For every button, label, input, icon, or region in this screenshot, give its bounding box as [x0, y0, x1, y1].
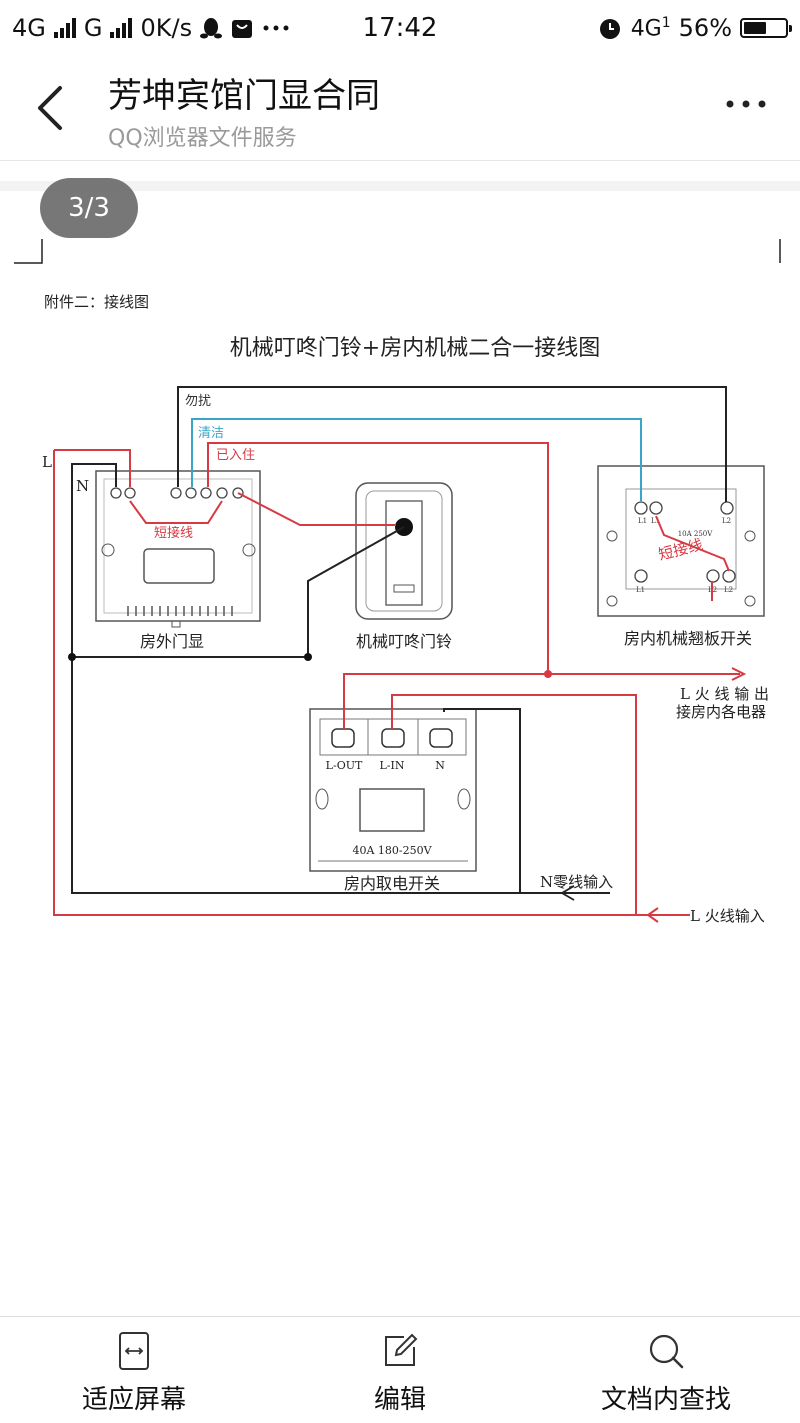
status-left: 4G G 0K/s [0, 14, 290, 42]
label-l-output-1: L 火 线 输 出 [680, 685, 769, 703]
fit-screen-label: 适应屏幕 [81, 1385, 186, 1415]
switch-rating: 10A 250V [678, 530, 714, 538]
attachment-label: 附件二：接线图 [44, 293, 149, 311]
wiring-red [53, 442, 740, 916]
rocker-switch-label: 房内机械翘板开关 [624, 629, 752, 648]
back-arrow-icon[interactable] [30, 80, 74, 136]
battery-percent: 56% [678, 14, 732, 42]
label-L: L [42, 453, 52, 471]
label-short-wire-1: 短接线 [154, 525, 193, 541]
find-in-document-label: 文档内查找 [600, 1385, 731, 1415]
wiring-black [71, 386, 727, 894]
power-switch-label: 房内取电开关 [344, 874, 440, 893]
edit-label: 编辑 [373, 1385, 426, 1415]
label-l-input: L 火线输入 [690, 907, 765, 925]
room-power-switch: L-OUT L-IN N 40A 180-250V 房内取电开关 [309, 708, 477, 893]
term-l2c: L2 [724, 586, 733, 594]
diagram-title: 机械叮咚门铃+房内机械二合一接线图 [230, 336, 600, 361]
network-type-2: G [83, 14, 103, 42]
term-l1c: L1 [636, 586, 645, 594]
alarm-clock-icon [599, 19, 620, 39]
find-in-document-button[interactable]: 文档内查找 [546, 1317, 786, 1423]
page-title: 芳坤宾馆门显合同 [108, 76, 380, 116]
signal-strength-icon [110, 18, 133, 38]
terminal-l-out: L-OUT [326, 759, 363, 772]
power-switch-rating: 40A 180-250V [352, 844, 432, 857]
app-header: 芳坤宾馆门显合同 QQ浏览器文件服务 [0, 56, 800, 161]
terminal-l-in: L-IN [380, 759, 405, 772]
signal-strength-icon [53, 18, 76, 38]
search-icon [649, 1334, 684, 1369]
label-n-input: N零线输入 [540, 873, 613, 891]
status-right: 4G1 56% [597, 14, 800, 42]
term-l1: L1 [638, 517, 647, 525]
label-l-output-2: 接房内各电器 [676, 703, 766, 721]
outdoor-door-display: 房外门显 [95, 470, 261, 651]
network-type-1: 4G [12, 14, 46, 42]
label-occupied: 已入住 [216, 448, 255, 463]
notification-bag-icon [232, 20, 253, 38]
label-N: N [76, 477, 89, 495]
bottom-toolbar: 适应屏幕 编辑 文档内查找 [0, 1316, 800, 1423]
label-do-not-disturb: 勿扰 [185, 394, 211, 409]
status-bar: 4G G 0K/s 17:42 4G1 56% [0, 0, 800, 56]
label-clean: 清洁 [198, 426, 224, 441]
battery-icon [740, 18, 792, 38]
outdoor-display-label: 房外门显 [140, 632, 204, 651]
wiring-blue [191, 418, 642, 502]
page-subtitle: QQ浏览器文件服务 [108, 126, 297, 151]
network-speed: 0K/s [140, 14, 193, 42]
network-type-3: 4G1 [630, 14, 671, 42]
fit-screen-button[interactable]: 适应屏幕 [14, 1317, 254, 1423]
term-l2: L2 [722, 517, 731, 525]
edit-button[interactable]: 编辑 [280, 1317, 520, 1423]
page-indicator: 3/3 [40, 178, 138, 238]
mechanical-doorbell: 机械叮咚门铃 [355, 482, 453, 651]
doorbell-label: 机械叮咚门铃 [356, 632, 452, 651]
more-options-icon[interactable] [724, 92, 768, 116]
document-page: 附件二：接线图 机械叮咚门铃+房内机械二合一接线图 房外门显 机械叮咚门铃 [0, 181, 800, 925]
qq-penguin-icon [200, 18, 223, 39]
term-l1b: L1 [651, 517, 660, 525]
more-notifications-icon [263, 25, 289, 31]
edit-icon [385, 1333, 418, 1366]
fit-screen-icon [119, 1332, 149, 1370]
terminal-n: N [435, 759, 445, 772]
